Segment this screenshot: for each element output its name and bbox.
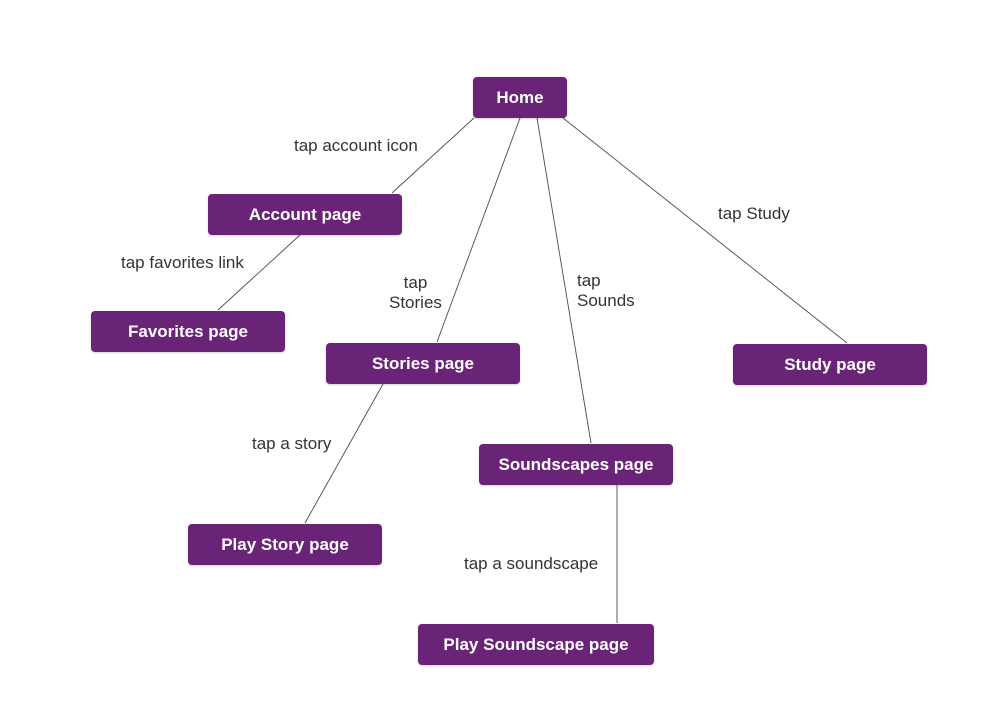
edge-home-stories [436, 117, 521, 343]
edge-home-account [391, 117, 475, 194]
node-stories-page[interactable]: Stories page [326, 343, 520, 384]
node-home[interactable]: Home [473, 77, 567, 118]
edge-label-tap-account-icon: tap account icon [294, 136, 418, 155]
node-favorites-page[interactable]: Favorites page [91, 311, 285, 352]
edge-home-soundscapes [536, 117, 592, 444]
edge-label-tap-a-soundscape: tap a soundscape [464, 554, 599, 573]
edge-label-tap-sounds: tap Sounds [577, 271, 635, 310]
edge-stories-play-story [304, 383, 384, 524]
node-account-page[interactable]: Account page [208, 194, 402, 235]
edge-label-tap-study: tap Study [718, 204, 790, 223]
node-play-soundscape-page[interactable]: Play Soundscape page [418, 624, 654, 665]
node-soundscapes-page[interactable]: Soundscapes page [479, 444, 673, 485]
edge-home-study [562, 117, 848, 344]
edge-label-tap-a-story: tap a story [252, 434, 332, 453]
edge-label-tap-stories: tap Stories [389, 273, 442, 312]
edge-account-favorites [217, 234, 301, 311]
edge-label-tap-favorites-link: tap favorites link [121, 253, 244, 272]
node-play-story-page[interactable]: Play Story page [188, 524, 382, 565]
node-study-page[interactable]: Study page [733, 344, 927, 385]
